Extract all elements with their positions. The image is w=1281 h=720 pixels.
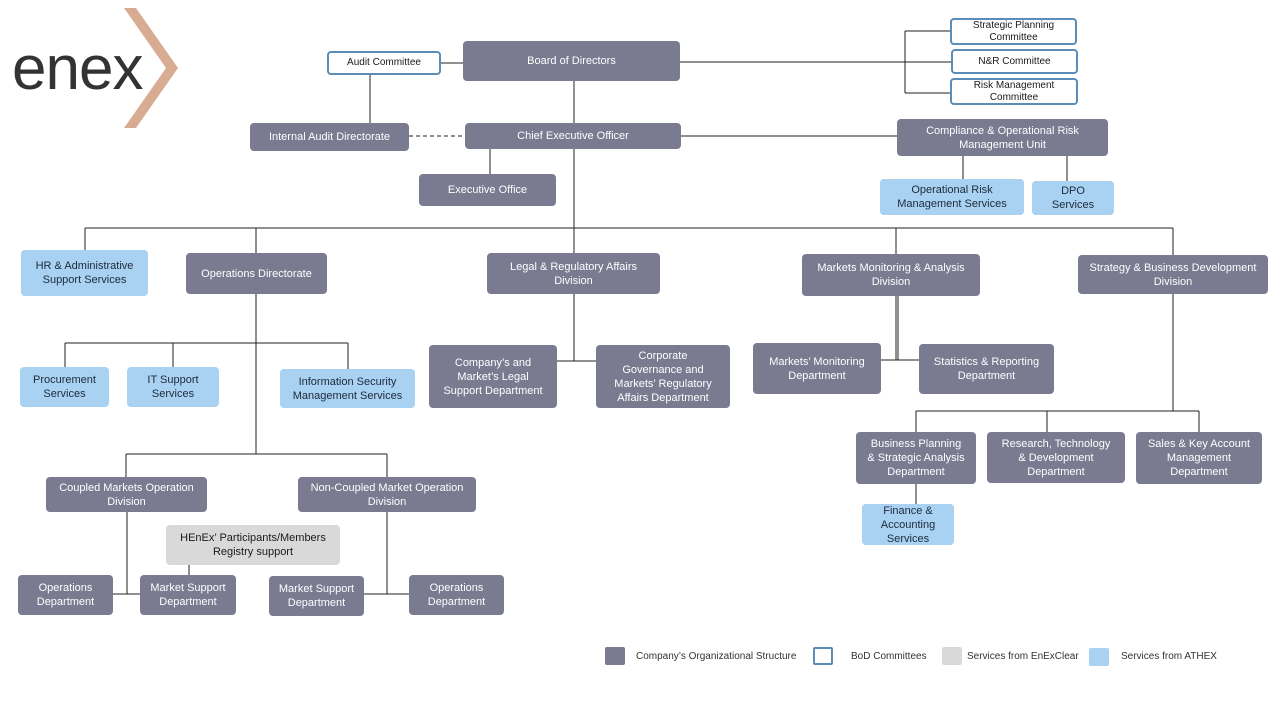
market-support-department-left-box: Market Support Department xyxy=(140,575,236,615)
non-coupled-market-division-box: Non-Coupled Market Operation Division xyxy=(298,477,476,512)
legend-swatch-bod xyxy=(813,647,833,665)
corporate-governance-department-box: Corporate Governance and Markets’ Regula… xyxy=(596,345,730,408)
legend-swatch-enexclear xyxy=(942,647,962,665)
legend-swatch-org xyxy=(605,647,625,665)
dpo-services-box: DPO Services xyxy=(1032,181,1114,215)
strategic-planning-committee-box: Strategic Planning Committee xyxy=(950,18,1077,45)
sales-key-account-department-box: Sales & Key Account Management Departmen… xyxy=(1136,432,1262,484)
procurement-services-box: Procurement Services xyxy=(20,367,109,407)
legend-label-athex: Services from ATHEX xyxy=(1121,651,1217,662)
legend-label-enexclear: Services from EnExClear xyxy=(967,651,1079,662)
executive-office-box: Executive Office xyxy=(419,174,556,206)
legend-label-org: Company’s Organizational Structure xyxy=(636,651,797,662)
legal-division-box: Legal & Regulatory Affairs Division xyxy=(487,253,660,294)
logo-text: enex xyxy=(12,34,143,103)
henex-registry-support-box: HEnEx’ Participants/Members Registry sup… xyxy=(166,525,340,565)
markets-monitoring-department-box: Markets’ Monitoring Department xyxy=(753,343,881,394)
infosec-services-box: Information Security Management Services xyxy=(280,369,415,408)
board-of-directors-box: Board of Directors xyxy=(463,41,680,81)
chief-executive-officer-box: Chief Executive Officer xyxy=(465,123,681,149)
hr-services-box: HR & Administrative Support Services xyxy=(21,250,148,296)
research-technology-department-box: Research, Technology & Development Depar… xyxy=(987,432,1125,483)
nr-committee-box: N&R Committee xyxy=(951,49,1078,74)
it-support-services-box: IT Support Services xyxy=(127,367,219,407)
audit-committee-box: Audit Committee xyxy=(327,51,441,75)
logo-chevron xyxy=(124,8,178,128)
strategy-division-box: Strategy & Business Development Division xyxy=(1078,255,1268,294)
legend-label-bod: BoD Committees xyxy=(851,651,927,662)
legend-swatch-athex xyxy=(1089,648,1109,666)
operational-risk-services-box: Operational Risk Management Services xyxy=(880,179,1024,215)
operations-department-left-box: Operations Department xyxy=(18,575,113,615)
statistics-reporting-department-box: Statistics & Reporting Department xyxy=(919,344,1054,394)
coupled-markets-division-box: Coupled Markets Operation Division xyxy=(46,477,207,512)
legal-support-department-box: Company’s and Market’s Legal Support Dep… xyxy=(429,345,557,408)
risk-management-committee-box: Risk Management Committee xyxy=(950,78,1078,105)
markets-monitoring-division-box: Markets Monitoring & Analysis Division xyxy=(802,254,980,296)
internal-audit-directorate-box: Internal Audit Directorate xyxy=(250,123,409,151)
finance-accounting-services-box: Finance & Accounting Services xyxy=(862,504,954,545)
market-support-department-right-box: Market Support Department xyxy=(269,576,364,616)
operations-directorate-box: Operations Directorate xyxy=(186,253,327,294)
operations-department-right-box: Operations Department xyxy=(409,575,504,615)
compliance-unit-box: Compliance & Operational Risk Management… xyxy=(897,119,1108,156)
business-planning-department-box: Business Planning & Strategic Analysis D… xyxy=(856,432,976,484)
enex-logo: enex xyxy=(12,8,178,128)
